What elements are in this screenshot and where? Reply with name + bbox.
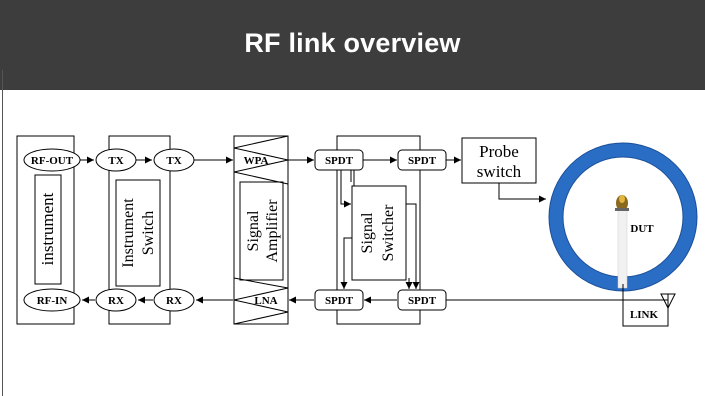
- antenna-icon: [660, 293, 676, 310]
- spdt-top-right-label: SPDT: [408, 155, 437, 167]
- spdt-top-left-label: SPDT: [325, 155, 354, 167]
- signal-amplifier-label-line1: Signal: [245, 210, 262, 251]
- spdt-bottom-left: [314, 289, 364, 311]
- instrument-switch-label-box: [115, 179, 161, 287]
- rf-in-label: RF-IN: [37, 295, 68, 307]
- lna-edge-top: [233, 277, 289, 289]
- rx-out-port: [95, 288, 137, 312]
- slide-title: RF link overview: [244, 28, 461, 58]
- wpa-edge-bottom: [233, 171, 289, 185]
- wpa-edge-top: [233, 135, 289, 149]
- tx-in-label: TX: [108, 155, 123, 167]
- spdt-bottom-left-label: SPDT: [325, 295, 354, 307]
- lna-amplifier: [233, 287, 289, 313]
- switch-path-c: [406, 203, 420, 289]
- signal-switcher-label-line1: Signal: [359, 212, 376, 253]
- rx-out-label: RX: [108, 295, 124, 307]
- signal-switcher-label-line2: Switcher: [380, 204, 397, 262]
- dut-device-base: [615, 208, 629, 211]
- tx-out-label: TX: [166, 155, 181, 167]
- left-rule: [2, 70, 3, 396]
- spdt-bottom-right-label: SPDT: [408, 295, 437, 307]
- arrow-probe-ring: [498, 183, 546, 203]
- probe-switch-box: [461, 137, 537, 184]
- signal-switcher-label-box: [351, 185, 407, 281]
- dut-label: DUT: [630, 223, 654, 235]
- rx-in-port: [153, 288, 195, 312]
- instrument-switch-label-line1: Instrument: [120, 198, 137, 268]
- rf-in-port: [23, 288, 81, 312]
- wpa-amplifier: [233, 147, 289, 173]
- switch-path-e: [340, 237, 352, 289]
- probe-switch-label-line1: Probe: [479, 142, 519, 161]
- title-bar: RF link overview: [0, 0, 705, 90]
- lna-label: LNA: [254, 295, 277, 307]
- rx-in-label: RX: [166, 295, 182, 307]
- probe-switch-label-line2: switch: [477, 162, 522, 181]
- rf-out-label: RF-OUT: [31, 155, 74, 167]
- instrument-label: instrument: [38, 192, 57, 265]
- signal-amplifier-label-line2: Amplifier: [264, 199, 281, 263]
- link-label: LINK: [630, 309, 659, 321]
- switch-path-a: [340, 170, 351, 208]
- dut-stand: [617, 207, 628, 289]
- dut-device-highlight: [619, 195, 625, 203]
- instrument-switch-label-line2: Switch: [140, 211, 157, 255]
- instrument-label-box: [34, 174, 62, 285]
- lna-edge-bottom: [233, 311, 289, 325]
- wpa-label: WPA: [244, 155, 269, 167]
- signal-amplifier-label-box: [239, 181, 284, 281]
